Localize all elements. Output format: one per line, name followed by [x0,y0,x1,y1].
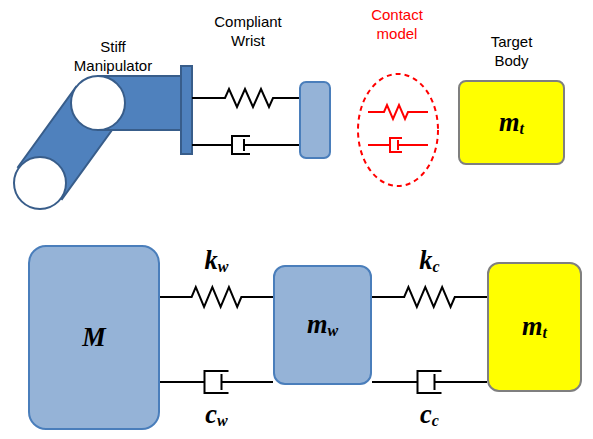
mass-symbol: mt [522,311,547,343]
damper-connector [372,371,487,393]
spring-symbol [192,89,300,107]
arm-joint [14,157,66,209]
stiffness-label: kc [416,245,442,277]
wrist-mass-box: mw [273,265,372,385]
spring-connector [372,287,487,307]
contact-outline [358,74,438,186]
damper-symbol [192,136,300,154]
contact-model-label: Contact model [361,5,433,43]
contact-spring [368,105,428,119]
contact-damper [368,138,428,152]
wrist-body [300,82,330,158]
flange [181,66,192,154]
stiffness-label: kw [202,245,232,277]
part-name: Compliant Wrist [203,12,293,50]
damping-label: cc [417,399,442,431]
part-name: Stiff Manipulator [63,37,163,75]
node-heading: Target Body [477,32,547,70]
damping-label: cw [202,399,230,431]
manipulator-mass-box: M [28,245,160,430]
damper-connector [160,371,273,393]
arm-joint [71,76,125,130]
mass-symbol: mt [499,107,524,139]
mass-symbol: M [82,322,105,354]
target-mass-box: mt [487,262,582,392]
target-body-box: Target Bodymt [458,80,565,165]
spring-connector [160,287,273,307]
mass-symbol: mw [307,309,338,341]
